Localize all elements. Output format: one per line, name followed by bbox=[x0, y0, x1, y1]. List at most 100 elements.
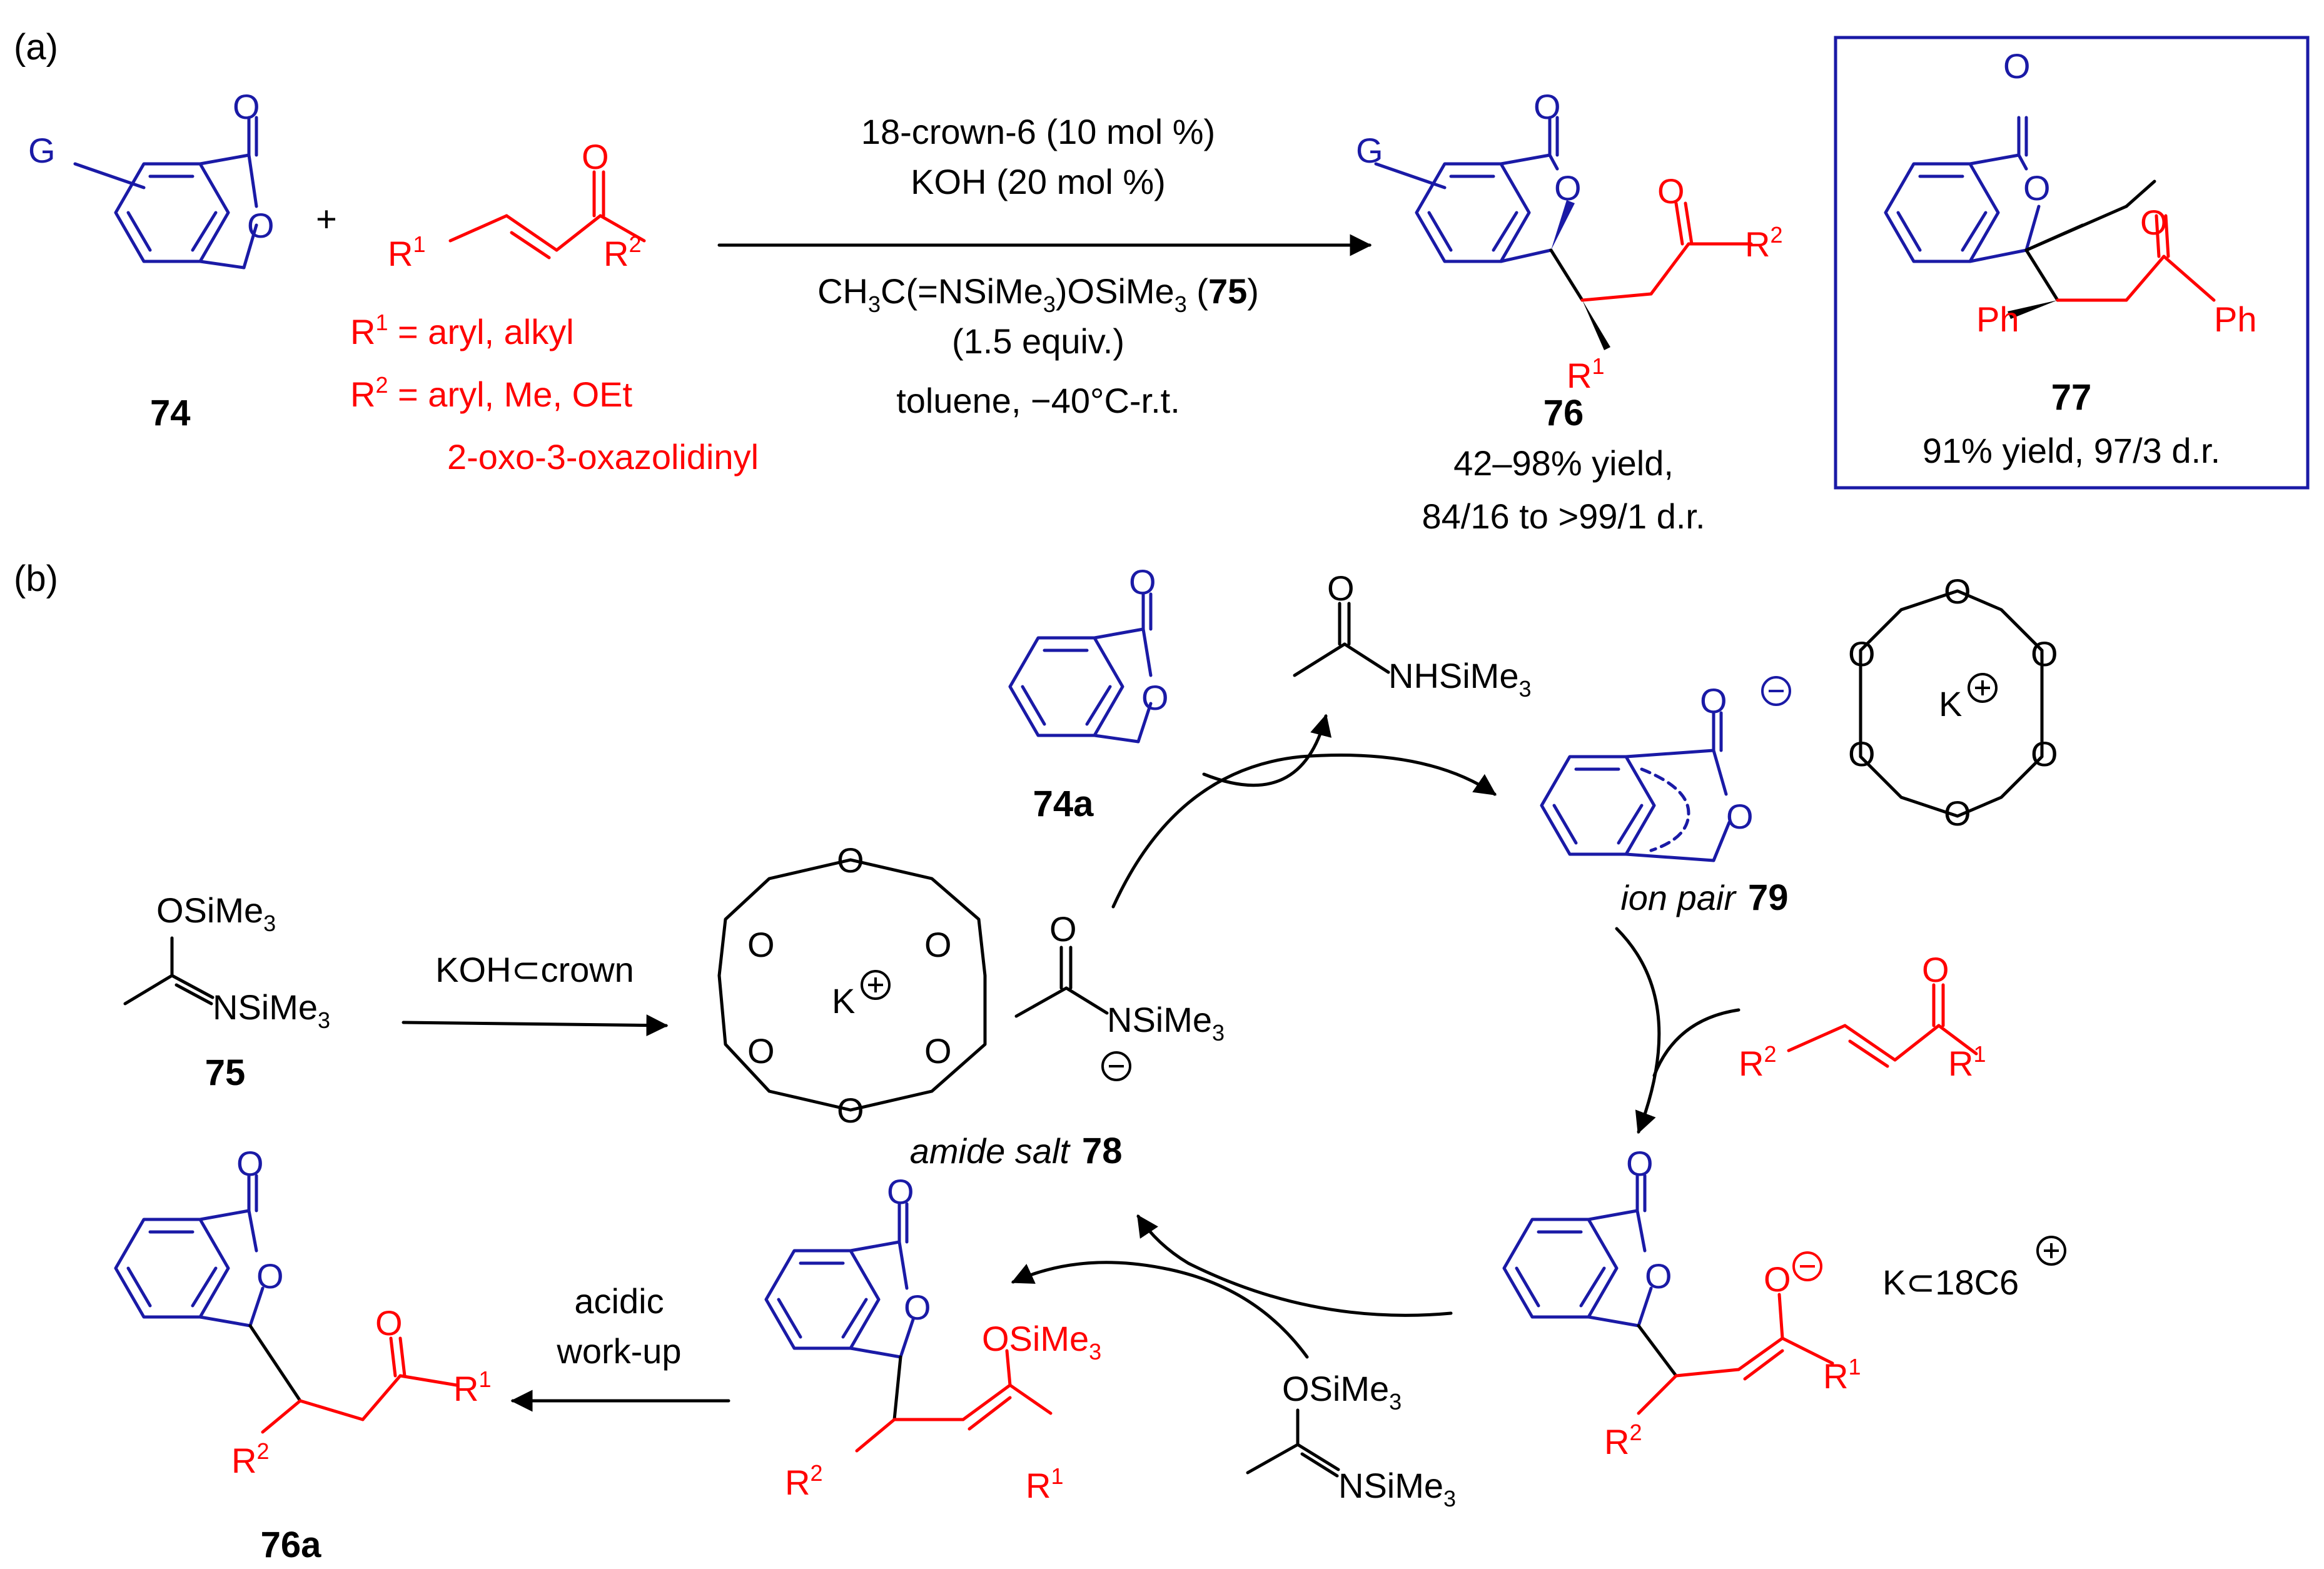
carbonyl-o-76: O bbox=[1533, 87, 1561, 126]
yield-76: 42–98% yield, bbox=[1453, 443, 1674, 483]
crown-ether-79 bbox=[1859, 589, 2044, 818]
enolate-o-79: O bbox=[1700, 681, 1727, 720]
silyl-enol-ring-o: O bbox=[904, 1288, 931, 1327]
byproduct-o: O bbox=[1327, 568, 1355, 608]
cycle-arrow-79-to-adduct bbox=[1615, 927, 1661, 1134]
crown78-o1: O bbox=[837, 840, 864, 880]
k-plus-79: K bbox=[1939, 684, 1962, 724]
g-label-74: G bbox=[28, 131, 56, 170]
adduct-r1: R1 bbox=[1823, 1354, 1861, 1396]
enone-b-structure bbox=[1787, 983, 1978, 1068]
ketone-o-77: O bbox=[2140, 203, 2168, 242]
condition-solvent: toluene, −40°C-r.t. bbox=[896, 381, 1180, 420]
silyl-enol-carbonyl-o: O bbox=[887, 1172, 914, 1211]
g-label-76: G bbox=[1356, 131, 1383, 170]
ketone-o-76: O bbox=[1657, 171, 1685, 211]
minus-charge-adduct bbox=[1792, 1251, 1822, 1281]
silyl-enol-otms: OSiMe3 bbox=[982, 1319, 1101, 1365]
ring-o-74a: O bbox=[1141, 678, 1169, 717]
reagent-bottom-structure bbox=[1246, 1408, 1340, 1478]
compound-76a-structure bbox=[114, 1174, 458, 1434]
compound-75-nsime3: NSiMe3 bbox=[213, 987, 330, 1033]
r1-76: R1 bbox=[1567, 353, 1604, 395]
crown79-o1: O bbox=[1944, 572, 1971, 611]
reagent-bottom-osime3: OSiMe3 bbox=[1282, 1369, 1402, 1415]
cycle-arrow-78-to-79 bbox=[1111, 754, 1497, 909]
enone-b-o: O bbox=[1922, 950, 1949, 989]
compound-76-structure bbox=[1374, 116, 1753, 350]
plus-charge-79 bbox=[1968, 673, 1998, 703]
silyl-transfer-arrow bbox=[1011, 1261, 1309, 1359]
yield-77: 91% yield, 97/3 d.r. bbox=[1922, 431, 2220, 470]
crown78-o2: O bbox=[924, 925, 952, 964]
compound-75-label: 75 bbox=[205, 1052, 246, 1093]
carbonyl-o-74a: O bbox=[1129, 562, 1156, 602]
panel-a-label: (a) bbox=[14, 27, 58, 68]
adduct-r2: R2 bbox=[1604, 1420, 1642, 1461]
adduct-enolate-structure bbox=[1502, 1174, 1834, 1415]
carbonyl-o-74: O bbox=[233, 87, 260, 126]
enone-o: O bbox=[582, 137, 609, 176]
compound-74-label: 74 bbox=[150, 393, 191, 433]
compound-77-label: 77 bbox=[2051, 377, 2092, 418]
compound-76a-carbonyl-o: O bbox=[236, 1144, 264, 1183]
adduct-carbonyl-o: O bbox=[1626, 1144, 1654, 1183]
condition-equiv: (1.5 equiv.) bbox=[952, 321, 1124, 361]
condition-crown: 18-crown-6 (10 mol %) bbox=[861, 112, 1215, 151]
enone-in-arrow bbox=[1652, 1008, 1740, 1077]
silyl-enol-r1: R1 bbox=[1026, 1463, 1063, 1505]
byproduct-nh: NHSiMe3 bbox=[1388, 656, 1532, 702]
crown79-o4: O bbox=[1944, 794, 1971, 833]
plus-charge-adduct bbox=[2036, 1236, 2066, 1266]
ring-o-74: O bbox=[247, 206, 275, 245]
compound-74a-structure bbox=[1008, 592, 1153, 744]
workup-label-2: work-up bbox=[556, 1331, 681, 1371]
silyl-enol-r2: R2 bbox=[785, 1460, 822, 1502]
arrow-74a-in-byproduct-out bbox=[1202, 714, 1332, 787]
enone-r2: R2 bbox=[604, 231, 641, 273]
compound-76a-ketone-o: O bbox=[375, 1303, 403, 1343]
r2-definition-extra: 2-oxo-3-oxazolidinyl bbox=[447, 437, 759, 477]
crown79-o2: O bbox=[2031, 634, 2058, 674]
ring-o-79: O bbox=[1726, 797, 1754, 836]
plus-sign: + bbox=[316, 199, 337, 240]
r1-definition: R1 = aryl, alkyl bbox=[350, 310, 574, 351]
crown79-o3: O bbox=[2031, 734, 2058, 774]
crown-ether-78 bbox=[717, 858, 987, 1112]
compound-78-label: 78 bbox=[1082, 1131, 1123, 1171]
enone-structure bbox=[448, 170, 646, 260]
byproduct-amide-structure bbox=[1293, 602, 1390, 677]
ring-o-77: O bbox=[2023, 168, 2051, 208]
amide-anion-78-structure bbox=[1014, 946, 1109, 1018]
k-18c6-label: K⊂18C6 bbox=[1882, 1263, 2019, 1302]
compound-76a-label: 76a bbox=[261, 1525, 322, 1565]
r2-76: R2 bbox=[1745, 222, 1782, 264]
amide-salt-label: amide salt bbox=[910, 1131, 1071, 1171]
arrow-75-to-78 bbox=[402, 1014, 669, 1037]
compound-76a-r2: R2 bbox=[231, 1438, 269, 1480]
condition-reagent: CH3C(=NSiMe3)OSiMe3 (75) bbox=[817, 271, 1259, 317]
k-plus-78: K bbox=[832, 981, 855, 1021]
compound-76a-ring-o: O bbox=[256, 1256, 284, 1296]
ph-right-77: Ph bbox=[2214, 300, 2257, 339]
enolate-79-structure bbox=[1540, 711, 1731, 862]
panel-b-label: (b) bbox=[14, 558, 58, 599]
cycle-arrow-adduct-to-78 bbox=[1136, 1214, 1453, 1317]
ion-pair-label: ion pair bbox=[1620, 878, 1737, 917]
compound-76a-r1: R1 bbox=[453, 1366, 491, 1408]
ph-left-77: Ph bbox=[1976, 300, 2019, 339]
crown78-o6: O bbox=[747, 925, 775, 964]
amide-o-78: O bbox=[1049, 909, 1077, 949]
enone-b-r1: R1 bbox=[1948, 1041, 1986, 1083]
minus-charge-78 bbox=[1101, 1051, 1131, 1081]
workup-label-1: acidic bbox=[574, 1281, 664, 1321]
condition-koh: KOH (20 mol %) bbox=[911, 162, 1166, 201]
crown79-o5: O bbox=[1848, 734, 1876, 774]
compound-74a-label: 74a bbox=[1033, 784, 1094, 824]
compound-77-box bbox=[1834, 36, 2310, 490]
minus-charge-79 bbox=[1761, 676, 1791, 706]
adduct-enolate-o: O bbox=[1764, 1259, 1791, 1299]
compound-76-label: 76 bbox=[1543, 393, 1584, 433]
carbonyl-o-77: O bbox=[2003, 46, 2031, 86]
